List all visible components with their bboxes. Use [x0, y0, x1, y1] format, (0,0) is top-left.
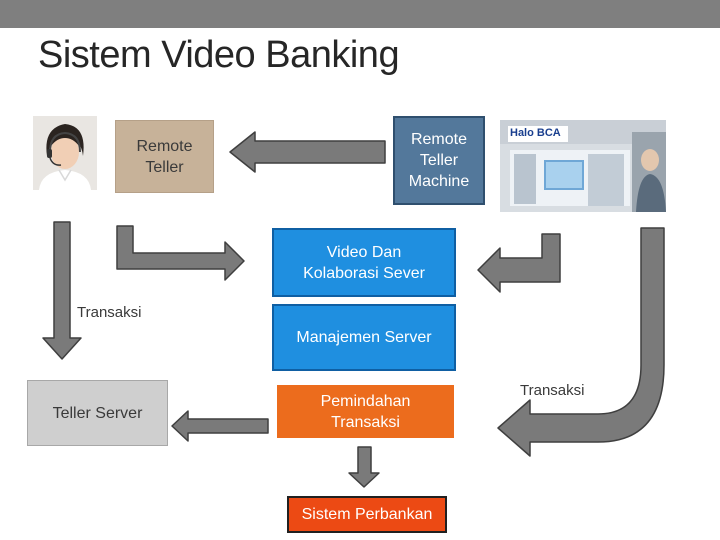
node-video-server-label: Video Dan Kolaborasi Sever	[303, 243, 425, 282]
node-sistem-perbankan: Sistem Perbankan	[287, 496, 447, 533]
teller-photo	[33, 116, 97, 190]
node-video-server: Video Dan Kolaborasi Sever	[272, 228, 456, 297]
arrow-machine-to-video	[477, 233, 561, 293]
node-pemindahan-label: Pemindahan Transaksi	[320, 392, 411, 431]
teller-person-icon	[33, 116, 97, 190]
label-transaksi-left: Transaksi	[77, 304, 142, 321]
node-teller-server: Teller Server	[27, 380, 168, 446]
node-remote-teller: Remote Teller	[115, 120, 214, 193]
node-teller-server-label: Teller Server	[52, 404, 143, 422]
teller-machine-photo: Halo BCA	[500, 120, 666, 212]
arrow-teller-to-video	[116, 225, 245, 281]
node-pemindahan-transaksi: Pemindahan Transaksi	[277, 385, 454, 438]
machine-kiosk-icon	[500, 120, 666, 212]
node-manajemen-server: Manajemen Server	[272, 304, 456, 371]
node-remote-teller-machine-label: Remote Teller Machine	[408, 131, 470, 190]
arrow-left-down	[42, 221, 82, 360]
arrow-machine-to-teller	[229, 131, 386, 173]
arrow-pemindahan-to-sistem	[348, 446, 380, 488]
machine-sign: Halo BCA	[510, 127, 561, 139]
top-bar	[0, 0, 720, 28]
node-sistem-perbankan-label: Sistem Perbankan	[301, 506, 433, 523]
node-remote-teller-machine: Remote Teller Machine	[393, 116, 485, 205]
node-remote-teller-label: Remote Teller	[136, 137, 193, 176]
arrow-right-curved	[497, 227, 665, 457]
node-manajemen-server-label: Manajemen Server	[296, 329, 432, 346]
label-transaksi-right: Transaksi	[520, 382, 585, 399]
arrow-pemindahan-to-teller-server	[171, 410, 269, 442]
slide-title: Sistem Video Banking	[38, 34, 400, 76]
